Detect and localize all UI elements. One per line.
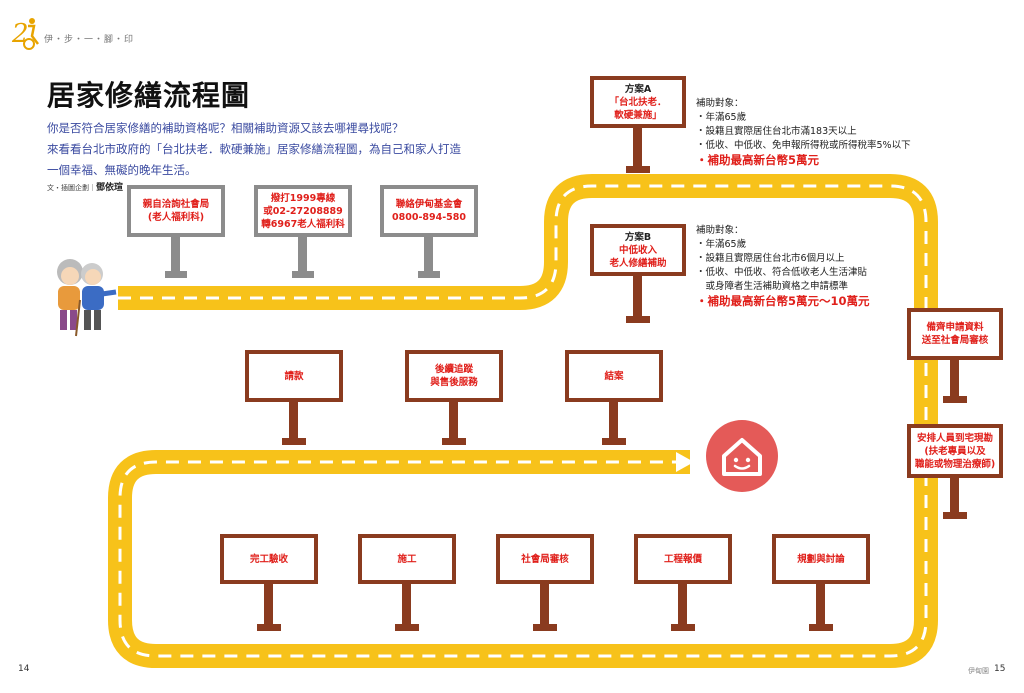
section-label: 伊・步・一・腳・印 <box>44 35 135 45</box>
eligibility-item: ・低收、中低收、符合低收老人生活津貼 <box>696 267 868 278</box>
intro-text: 你是否符合居家修繕的補助資格呢？相關補助資源又該去哪裡尋找呢？ 來看看台北市政府… <box>47 118 487 181</box>
subsidy-amount: ・補助最高新台幣5萬元 <box>696 153 820 167</box>
plan-b-name: 老人修繕補助 <box>609 257 667 269</box>
plan-b-sign: 方案B 中低收入 老人修繕補助 <box>590 224 686 324</box>
plan-b-title: 方案B <box>624 231 652 243</box>
elderly-couple-illustration <box>57 259 117 337</box>
step-bureau-review: 社會局審核 <box>496 534 594 632</box>
intro-line: 來看看台北市政府的「台北扶老．軟硬兼施」居家修繕流程圖，為自己和家人打造 <box>47 142 461 156</box>
sign-label: 備齊申請資料 <box>926 322 984 333</box>
step-claim-payment: 請款 <box>245 350 343 446</box>
sign-label: 工程報價 <box>663 553 702 565</box>
sign-label: 親自洽詢社會局 <box>142 199 210 210</box>
eligibility-item: ・年滿65歲 <box>696 112 747 123</box>
step-close-case: 結案 <box>565 350 663 446</box>
step-home-visit: 安排人員到宅現勘 (扶老專員以及 職能或物理治療師) <box>907 424 1003 520</box>
sign-label: 與售後服務 <box>430 377 478 388</box>
sign-label: (老人福利科) <box>147 212 205 223</box>
eligibility-item: ・低收、中低收、免申報所得稅或所得稅率5%以下 <box>696 140 911 151</box>
plan-a-title: 方案A <box>624 83 652 95</box>
credit-name: 鄧依瑄 <box>96 183 124 193</box>
road-arrow-icon <box>676 452 694 472</box>
step-followup: 後續追蹤 與售後服務 <box>405 350 503 446</box>
svg-text:2: 2 <box>11 19 29 49</box>
contact-sign-1999-hotline: 撥打1999專線 或02-27208889 轉6967老人福利科 <box>254 185 352 280</box>
sign-label: 0800-894-580 <box>392 212 466 223</box>
sign-label: 施工 <box>397 553 417 565</box>
magazine-brand: 伊甸園 <box>968 667 989 675</box>
step-quote: 工程報價 <box>634 534 732 632</box>
credit: 文・插圖企劃｜鄧依瑄 <box>47 180 123 193</box>
sign-label: 結案 <box>604 370 624 382</box>
sign-label: 聯絡伊甸基金會 <box>395 199 463 210</box>
sign-label: 職能或物理治療師) <box>914 458 996 470</box>
eligibility-item: 或身障者生活補助資格之申請標準 <box>696 281 849 292</box>
anniversary-logo-icon: 2 <box>11 18 39 50</box>
sign-label: 後續追蹤 <box>434 364 473 375</box>
step-planning: 規劃與討論 <box>772 534 870 632</box>
plan-a-eligibility: 補助對象： ・年滿65歲 ・設籍且實際居住台北市滿183天以上 ・低收、中低收、… <box>696 97 911 167</box>
step-acceptance: 完工驗收 <box>220 534 318 632</box>
sign-label: 安排人員到宅現勘 <box>916 432 993 444</box>
sign-label: 完工驗收 <box>249 553 288 565</box>
step-prepare-documents: 備齊申請資料 送至社會局審核 <box>907 308 1003 404</box>
sign-label: 或02-27208889 <box>263 205 343 217</box>
plan-a-name: 「台北扶老． <box>609 96 667 108</box>
sign-label: 轉6967老人福利科 <box>261 218 345 230</box>
sign-label: 請款 <box>284 370 304 382</box>
sign-label: (扶老專員以及 <box>924 445 986 457</box>
eligibility-item: ・設籍且實際居住台北市6個月以上 <box>696 253 845 264</box>
sign-label: 送至社會局審核 <box>921 335 989 346</box>
sign-label: 規劃與討論 <box>797 553 845 565</box>
eligibility-heading: 補助對象： <box>696 98 744 109</box>
page-title: 居家修繕流程圖 <box>47 79 251 112</box>
plan-b-eligibility: 補助對象： ・年滿65歲 ・設籍且實際居住台北市6個月以上 ・低收、中低收、符合… <box>696 224 870 308</box>
plan-a-sign: 方案A 「台北扶老． 軟硬兼施」 <box>590 76 686 174</box>
credit-role: 文・插圖企劃｜ <box>47 184 96 192</box>
subsidy-amount: ・補助最高新台幣5萬元～10萬元 <box>696 294 870 308</box>
eligibility-heading: 補助對象： <box>696 225 744 236</box>
page-number-right: 15 <box>994 664 1006 674</box>
page-number-left: 14 <box>18 664 30 674</box>
eligibility-item: ・設籍且實際居住台北市滿183天以上 <box>696 126 857 137</box>
sign-label: 撥打1999專線 <box>270 192 336 204</box>
intro-line: 一個幸福、無礙的晚年生活。 <box>47 163 197 177</box>
plan-b-name: 中低收入 <box>618 244 657 256</box>
eligibility-item: ・年滿65歲 <box>696 239 747 250</box>
contact-sign-social-bureau: 親自洽詢社會局 (老人福利科) <box>127 185 225 280</box>
intro-line: 你是否符合居家修繕的補助資格呢？相關補助資源又該去哪裡尋找呢？ <box>47 121 404 135</box>
contact-sign-eden-foundation: 聯絡伊甸基金會 0800-894-580 <box>380 185 478 280</box>
smiling-house-icon <box>706 420 778 492</box>
sign-label: 社會局審核 <box>521 553 569 565</box>
step-construction: 施工 <box>358 534 456 632</box>
plan-a-name: 軟硬兼施」 <box>614 109 662 121</box>
